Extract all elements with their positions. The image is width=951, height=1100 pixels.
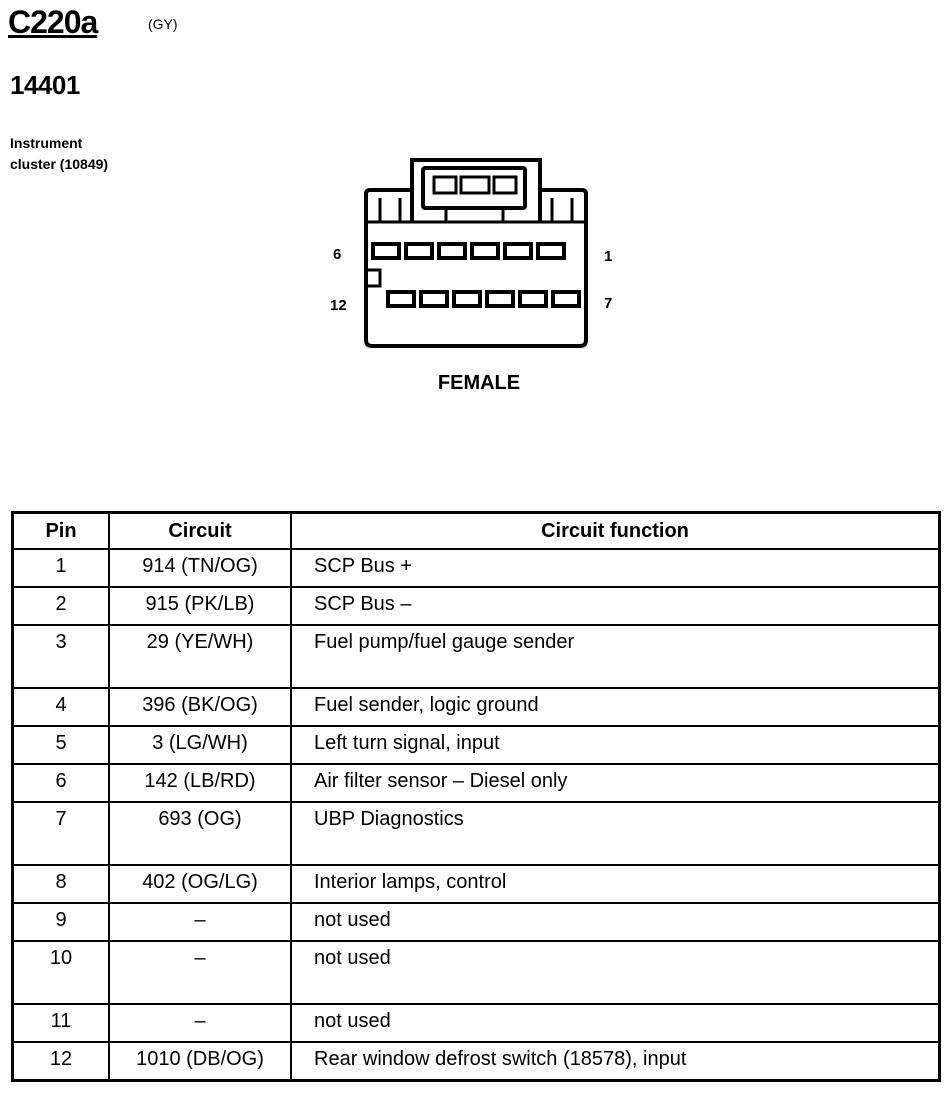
cavity-row-bottom — [386, 290, 581, 308]
cell-pin: 11 — [11, 1003, 110, 1043]
cell-pin: 7 — [11, 801, 110, 866]
cell-circuit: 1010 (DB/OG) — [108, 1041, 292, 1082]
cell-circuit-function: Rear window defrost switch (18578), inpu… — [290, 1041, 941, 1082]
cell-circuit: 3 (LG/WH) — [108, 725, 292, 765]
cell-pin: 6 — [11, 763, 110, 803]
cell-pin: 2 — [11, 586, 110, 626]
cell-circuit: 914 (TN/OG) — [108, 548, 292, 588]
pin-label-bottom-left: 12 — [330, 297, 347, 314]
cavity-pin-3 — [470, 242, 500, 260]
cell-pin: 9 — [11, 902, 110, 942]
cell-circuit: – — [108, 902, 292, 942]
header-pin: Pin — [11, 511, 110, 550]
pin-label-bottom-right: 7 — [604, 295, 612, 312]
cell-circuit-function: SCP Bus + — [290, 548, 941, 588]
connector-rib-left — [378, 198, 402, 222]
cell-circuit: – — [108, 1003, 292, 1043]
cell-circuit-function: UBP Diagnostics — [290, 801, 941, 866]
table-row: 10–not used — [11, 940, 941, 1005]
cell-circuit-function: Interior lamps, control — [290, 864, 941, 904]
cell-pin: 8 — [11, 864, 110, 904]
cell-circuit: 915 (PK/LB) — [108, 586, 292, 626]
pin-label-top-left: 6 — [333, 246, 341, 263]
cell-circuit-function: not used — [290, 1003, 941, 1043]
cell-circuit-function: Air filter sensor – Diesel only — [290, 763, 941, 803]
location-line-1: Instrument — [10, 135, 83, 151]
cavity-pin-11 — [419, 290, 449, 308]
table-row: 11–not used — [11, 1003, 941, 1043]
cell-circuit-function: Fuel sender, logic ground — [290, 687, 941, 727]
cavity-pin-8 — [518, 290, 548, 308]
connector-diagram: 6 1 12 7 — [330, 158, 612, 348]
latch-window-mid — [459, 175, 491, 195]
pin-label-top-right: 1 — [604, 248, 612, 265]
cell-circuit: – — [108, 940, 292, 1005]
gender-label: FEMALE — [437, 372, 521, 394]
latch-window-left — [432, 175, 458, 195]
cell-pin: 3 — [11, 624, 110, 689]
cavity-pin-7 — [551, 290, 581, 308]
cavity-pin-6 — [371, 242, 401, 260]
cell-pin: 4 — [11, 687, 110, 727]
cavity-row-top — [371, 242, 566, 260]
connector-body — [364, 188, 588, 348]
connector-rib-right — [550, 198, 574, 222]
cavity-pin-12 — [386, 290, 416, 308]
table-row: 9–not used — [11, 902, 941, 942]
cell-circuit-function: not used — [290, 940, 941, 1005]
cavity-pin-4 — [437, 242, 467, 260]
latch-inner — [421, 166, 527, 210]
latch-window-right — [492, 175, 518, 195]
part-number: 14401 — [10, 70, 80, 100]
connector-latch — [410, 158, 542, 222]
cavity-pin-1 — [536, 242, 566, 260]
cell-circuit: 29 (YE/WH) — [108, 624, 292, 689]
cell-circuit: 396 (BK/OG) — [108, 687, 292, 727]
cell-circuit: 142 (LB/RD) — [108, 763, 292, 803]
cavity-pin-9 — [485, 290, 515, 308]
cell-circuit: 402 (OG/LG) — [108, 864, 292, 904]
connector-shelf — [366, 268, 382, 288]
cavity-pin-10 — [452, 290, 482, 308]
connector-color: (GY) — [148, 16, 178, 32]
cell-circuit-function: SCP Bus – — [290, 586, 941, 626]
cavity-pin-5 — [404, 242, 434, 260]
header-circuit: Circuit — [108, 511, 292, 550]
location-line-2: cluster (10849) — [10, 156, 109, 172]
cell-circuit-function: Fuel pump/fuel gauge sender — [290, 624, 941, 689]
connector-id: C220a — [8, 4, 98, 40]
cell-pin: 10 — [11, 940, 110, 1005]
cell-pin: 12 — [11, 1041, 110, 1082]
cell-circuit: 693 (OG) — [108, 801, 292, 866]
cell-pin: 1 — [11, 548, 110, 588]
cell-circuit-function: not used — [290, 902, 941, 942]
table-header-row: Pin Circuit Circuit function — [11, 511, 941, 550]
connector-location: Instrument cluster (10849) — [10, 133, 108, 175]
cell-circuit-function: Left turn signal, input — [290, 725, 941, 765]
cavity-pin-2 — [503, 242, 533, 260]
cell-pin: 5 — [11, 725, 110, 765]
header-circuit-function: Circuit function — [290, 511, 941, 550]
